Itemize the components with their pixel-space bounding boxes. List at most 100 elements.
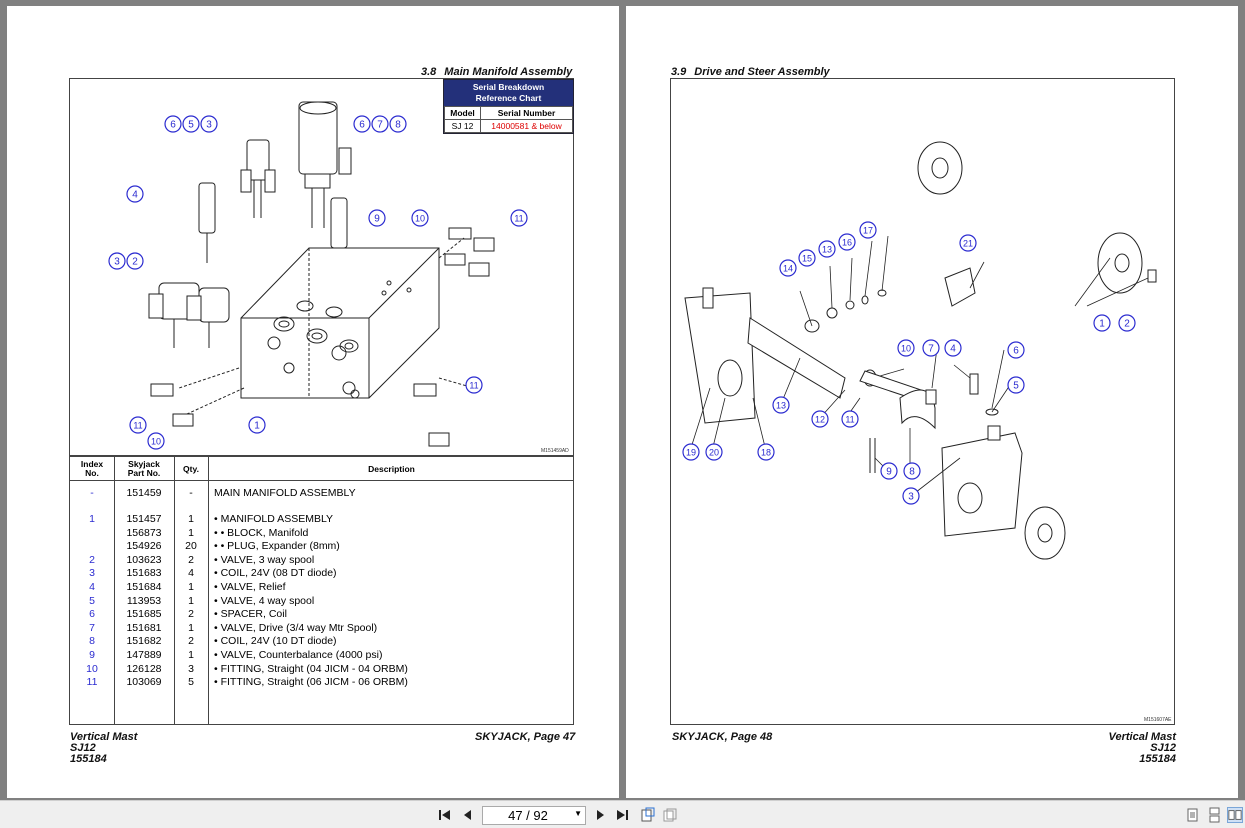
part-no-cell: 151685 <box>126 608 162 621</box>
callout-number: 14 <box>783 264 793 274</box>
callout-balloon <box>798 249 816 267</box>
callout-number: 10 <box>901 344 911 354</box>
fit-page-icon[interactable] <box>640 807 656 823</box>
callout-number: 1 <box>1099 319 1105 330</box>
left-footer-meta: Vertical Mast SJ12 155184 <box>70 731 138 765</box>
description-cell: MAIN MANIFOLD ASSEMBLY <box>214 487 356 499</box>
callout-number: 13 <box>822 245 832 255</box>
callout-number: 6 <box>1013 346 1019 357</box>
description-cell: • • BLOCK, Manifold <box>214 526 309 539</box>
callout-number: 9 <box>886 467 892 478</box>
part-no-cell: 126128 <box>126 662 162 675</box>
callout-number: 9 <box>374 214 380 225</box>
part-no-cell: 103069 <box>126 676 162 689</box>
header-description: Description <box>368 464 415 474</box>
first-page-icon[interactable] <box>437 807 453 823</box>
part-no-cell: 151681 <box>126 621 162 634</box>
callout-number: 19 <box>686 448 696 458</box>
callout-balloon <box>838 233 856 251</box>
last-page-icon[interactable] <box>614 807 630 823</box>
callout-number: 10 <box>151 437 161 447</box>
callout-balloon <box>880 462 898 480</box>
qty-cell: 2 <box>188 635 194 648</box>
callout-number: 8 <box>395 120 401 131</box>
callout-balloon <box>353 115 371 133</box>
index-cell: - <box>90 487 94 499</box>
callout-number: 3 <box>206 120 212 131</box>
part-no-cell: 151682 <box>126 635 162 648</box>
description-cell: • SPACER, Coil <box>214 608 287 621</box>
index-cell: 4 <box>89 581 95 593</box>
callout-balloon <box>200 115 218 133</box>
index-cell: 9 <box>89 649 95 661</box>
callout-number: 21 <box>963 239 973 249</box>
page-number-select[interactable]: 47 / 92 ▼ <box>482 806 586 825</box>
callout-number: 11 <box>469 381 478 391</box>
part-no-cell: 151683 <box>126 567 162 580</box>
facing-view-icon[interactable] <box>1227 807 1243 823</box>
callout-number: 10 <box>415 214 425 224</box>
index-cell: 1 <box>89 513 95 525</box>
callout-number: 3 <box>114 257 120 268</box>
callout-number: 11 <box>514 214 523 224</box>
callout-balloon <box>841 410 859 428</box>
chevron-down-icon: ▼ <box>574 809 582 818</box>
next-page-icon[interactable] <box>592 807 608 823</box>
callout-balloon <box>779 259 797 277</box>
description-cell: • VALVE, Counterbalance (4000 psi) <box>214 649 383 661</box>
callout-number: 7 <box>928 344 934 355</box>
single-page-view-icon[interactable] <box>1184 807 1200 823</box>
fit-width-icon[interactable] <box>662 807 678 823</box>
callout-number: 7 <box>377 120 383 131</box>
part-no-cell: 103623 <box>126 553 162 566</box>
prev-page-icon[interactable] <box>460 807 476 823</box>
part-no-cell: 156873 <box>126 526 162 539</box>
qty-cell: 1 <box>188 526 194 539</box>
right-footer-meta: Vertical Mast SJ12 155184 <box>1108 731 1176 765</box>
callout-balloon <box>129 416 147 434</box>
continuous-view-icon[interactable] <box>1206 807 1222 823</box>
callout-balloon <box>368 209 386 227</box>
callout-balloon <box>411 209 429 227</box>
description-cell: • FITTING, Straight (04 JICM - 04 ORBM) <box>214 662 408 675</box>
model-value: SJ 12 <box>443 119 482 133</box>
qty-cell: 1 <box>188 513 194 525</box>
callout-balloon <box>389 115 407 133</box>
part-no-cell: 113953 <box>126 594 162 607</box>
description-cell: • VALVE, 4 way spool <box>214 594 315 607</box>
description-cell: • COIL, 24V (08 DT diode) <box>214 567 337 580</box>
index-cell: 3 <box>89 567 95 580</box>
callout-balloon <box>108 252 126 270</box>
qty-cell: - <box>189 487 193 499</box>
figure-frame <box>670 78 1175 725</box>
serial-value: 14000581 & below <box>480 119 573 133</box>
callout-balloon <box>818 240 836 258</box>
header-qty: Qty. <box>183 464 199 474</box>
part-no-cell: 154926 <box>126 540 162 553</box>
callout-balloon <box>1007 376 1025 394</box>
serial-chart-title: Serial Breakdown Reference Chart <box>444 80 573 106</box>
index-cell: 8 <box>89 635 95 648</box>
description-cell: • • PLUG, Expander (8mm) <box>214 540 340 553</box>
qty-cell: 5 <box>188 676 194 689</box>
callout-number: 6 <box>170 120 176 131</box>
qty-cell: 1 <box>188 581 194 593</box>
callout-balloon <box>811 410 829 428</box>
callout-number: 4 <box>132 190 138 201</box>
